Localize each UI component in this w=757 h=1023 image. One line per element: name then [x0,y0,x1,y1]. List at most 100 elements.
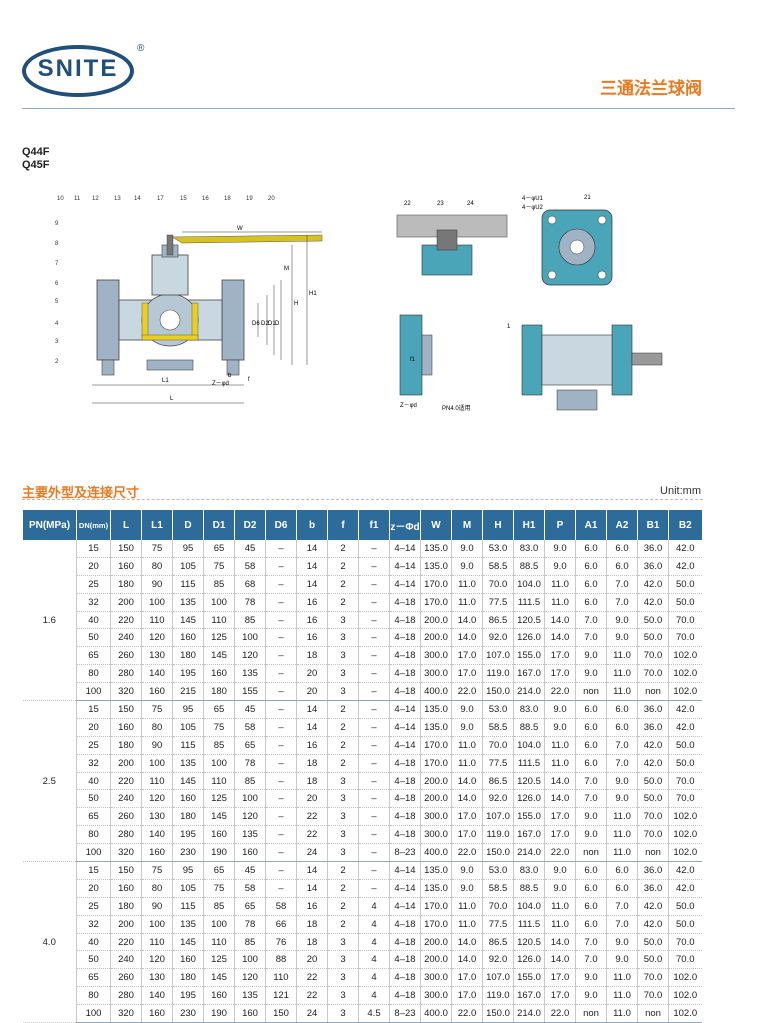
column-header: B1 [637,510,669,540]
table-cell: 145 [203,968,235,988]
table-cell: 92.0 [482,789,514,809]
table-cell: 6.0 [606,540,638,558]
table-cell: 36.0 [637,540,669,558]
table-cell: 9.0 [606,789,638,809]
table-cell: 70.0 [668,933,702,952]
table-cell: 145 [172,772,204,791]
table-cell: 16 [296,628,328,648]
dim-label-l1: L1 [162,378,169,384]
table-cell: 4–18 [389,611,421,630]
column-header: DN(mm) [76,510,111,540]
table-cell: 16 [296,736,328,755]
table-cell: 111.5 [513,915,545,934]
table-cell: 83.0 [513,861,545,880]
table-cell: 126.0 [513,789,545,809]
callout: 9 [55,221,59,227]
table-cell: 42.0 [668,861,702,880]
dim-label-l: L [170,396,174,402]
table-cell: 100 [234,950,266,970]
table-cell: 53.0 [482,700,514,719]
table-cell: 120 [141,628,173,648]
column-header: b [296,510,328,540]
table-cell: – [358,628,390,648]
table-cell: 17.0 [544,664,576,684]
table-cell: 80 [141,557,173,576]
table-cell: 105 [172,557,204,576]
table-cell: 2 [327,593,359,612]
table-cell: 11.0 [606,664,638,684]
table-cell: 160 [172,950,204,970]
table-cell: 120 [141,950,173,970]
logo-text: SNITE [37,55,119,82]
table-cell: 9.0 [544,540,576,558]
table-cell: 200.0 [420,789,452,809]
table-cell: 15 [76,540,111,558]
table-cell: 9.0 [575,646,607,666]
table-cell: 6.0 [575,861,607,880]
table-cell: 111.5 [513,754,545,773]
table-cell: 86.5 [482,611,514,630]
table-cell: 14.0 [451,789,483,809]
table-cell: 14 [296,557,328,576]
table-cell: 4 [358,968,390,988]
table-cell: 6.0 [575,540,607,558]
table-cell: 167.0 [513,986,545,1006]
table-cell: 3 [327,950,359,970]
table-cell: 22 [296,968,328,988]
table-cell: 4–14 [389,557,421,576]
table-cell: 155.0 [513,807,545,827]
table-cell: 14.0 [544,772,576,791]
table-cell: 3 [327,807,359,827]
table-cell: 75 [203,718,235,737]
model-list: Q44F Q45F [22,146,50,172]
table-cell: 36.0 [637,718,669,737]
table-cell: 6.0 [575,557,607,576]
table-cell: – [265,575,297,594]
table-cell: 100 [234,628,266,648]
table-cell: 102.0 [668,807,702,827]
table-cell: 24 [296,843,328,863]
table-cell: 92.0 [482,628,514,648]
table-cell: 190 [203,843,235,863]
callout: 4 [55,321,59,327]
table-cell: 90 [141,575,173,594]
table-cell: 18 [296,772,328,791]
table-cell: 110 [141,611,173,630]
table-cell: 17.0 [544,825,576,845]
table-cell: 78 [234,915,266,934]
table-cell: 22 [296,807,328,827]
dim-label-d: D [275,321,280,327]
table-cell: 3 [327,628,359,648]
table-cell: 100 [141,593,173,612]
table-cell: 40 [76,611,111,630]
table-cell: 214.0 [513,682,545,702]
table-cell: 120 [234,646,266,666]
table-cell: 170.0 [420,897,452,916]
table-cell: – [265,664,297,684]
column-header: D2 [234,510,266,540]
flange-label: 4－φU2 [522,205,544,211]
table-cell: 92.0 [482,950,514,970]
table-cell: 18 [296,754,328,773]
table-cell: 50.0 [668,593,702,612]
table-cell: 260 [110,968,142,988]
table-cell: 102.0 [668,843,702,863]
table-cell: 22 [296,825,328,845]
table-cell: 4–18 [389,682,421,702]
table-cell: 180 [110,736,142,755]
table-cell: 145 [203,807,235,827]
table-cell: 104.0 [513,897,545,916]
table-cell: 15 [76,861,111,880]
table-cell: 155.0 [513,646,545,666]
table-cell: 11.0 [606,825,638,845]
table-cell: 58.5 [482,879,514,898]
table-cell: – [265,772,297,791]
table-cell: 14 [296,540,328,558]
table-cell: 78 [234,593,266,612]
table-cell: 11.0 [544,915,576,934]
table-cell: 4–14 [389,736,421,755]
table-cell: 7.0 [575,789,607,809]
table-cell: 2 [327,879,359,898]
